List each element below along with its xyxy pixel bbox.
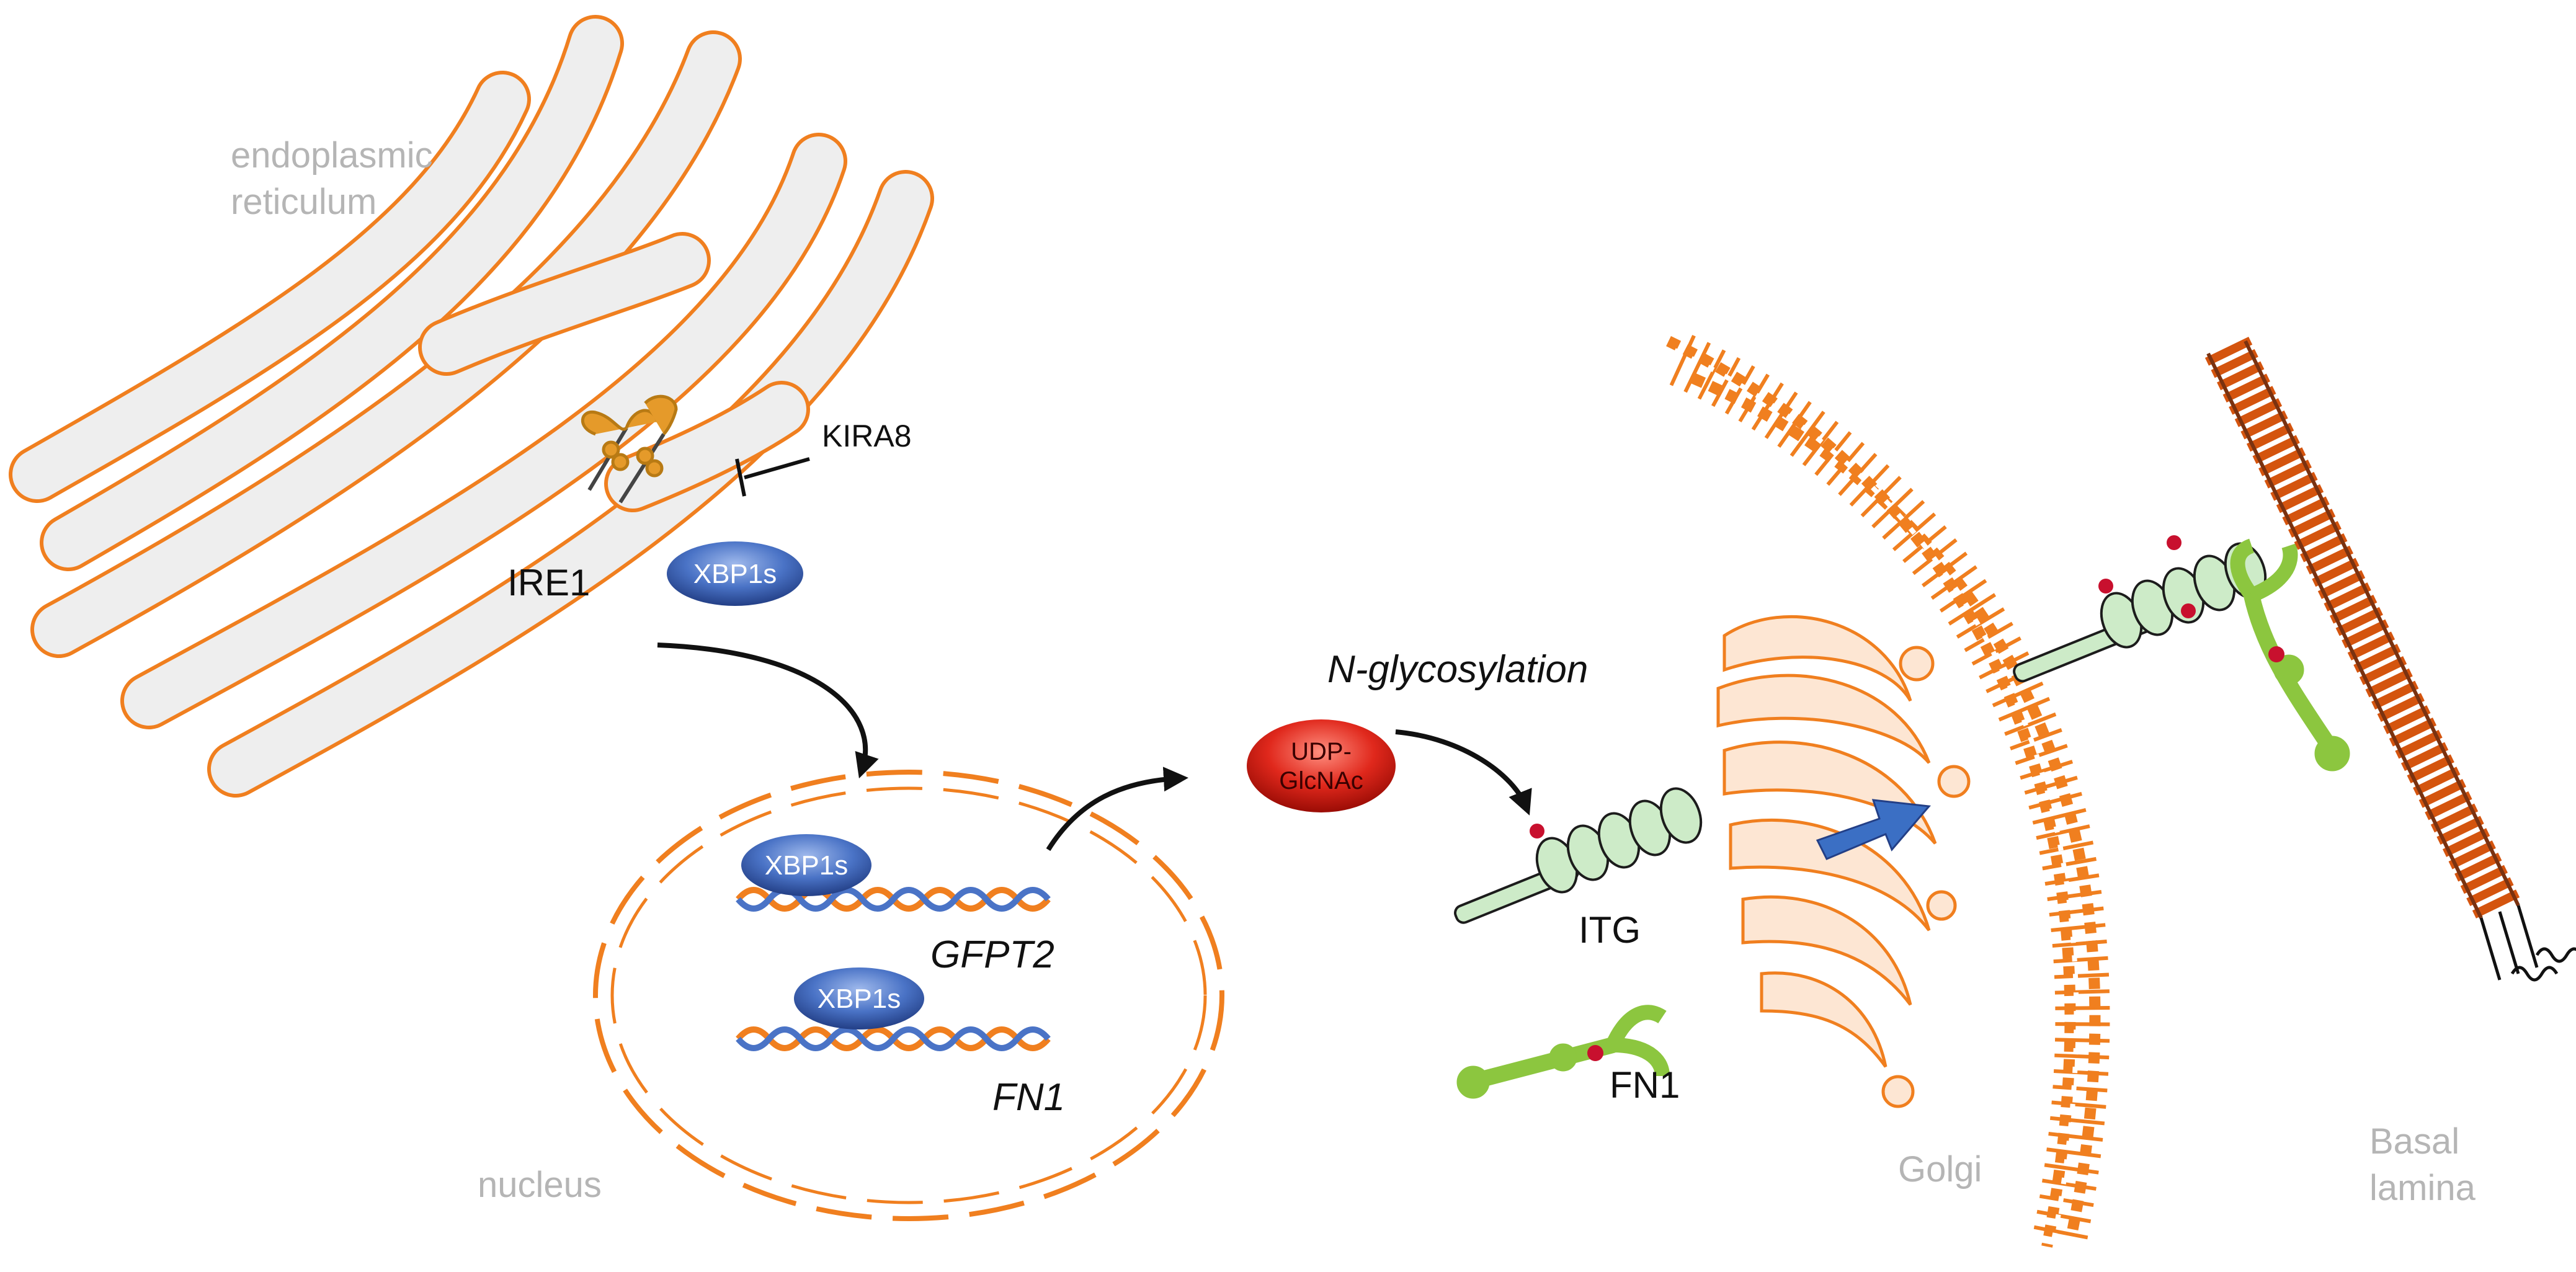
- er-label-line1: endoplasmic: [231, 135, 433, 176]
- arrow-nucleus-to-udp: [1046, 767, 1188, 852]
- udp-glcnac-oval: [1247, 719, 1396, 812]
- xbp1s-fn1-label: XBP1s: [818, 984, 901, 1014]
- xbp1s-gfpt2-oval: [741, 834, 871, 896]
- glycan-membrane-fibronectin: [2268, 646, 2284, 662]
- er-label-line2: reticulum: [231, 182, 377, 222]
- golgi-apparatus: [1716, 615, 1971, 1108]
- gfpt2-gene-label: GFPT2: [930, 933, 1054, 976]
- endoplasmic-reticulum: [9, 15, 934, 798]
- xbp1s-cytoplasmic-label: XBP1s: [693, 559, 777, 589]
- dna-fn1-icon: [736, 1026, 1051, 1051]
- arrow-udp-to-itg: [1395, 729, 1532, 816]
- n-glycosylation-label: N-glycosylation: [1327, 648, 1588, 691]
- kira8-inhibition-bar: [735, 458, 746, 497]
- kira8-inhibition-line: [744, 457, 810, 479]
- nucleus-envelope-inner: [610, 786, 1207, 1204]
- golgi-label: Golgi: [1898, 1149, 1982, 1190]
- kira8-label: KIRA8: [822, 419, 912, 453]
- basal-lamina: [2204, 337, 2576, 982]
- xbp1s-cytoplasmic-oval: [667, 541, 803, 606]
- nucleus-envelope: [593, 770, 1224, 1221]
- fn1-gene-label: FN1: [992, 1076, 1065, 1119]
- glycan-membrane-integrin-3: [2181, 603, 2196, 618]
- xbp1s-gfpt2-label: XBP1s: [765, 850, 849, 881]
- fn1-protein-label: FN1: [1610, 1064, 1680, 1106]
- glycan-itg-icon: [1530, 824, 1544, 838]
- udp-glcnac-label-line2: GlcNAc: [1279, 767, 1363, 794]
- basal-lamina-label-line1: Basal: [2369, 1121, 2459, 1162]
- ire1-receptor-icon: [581, 394, 678, 504]
- itg-label: ITG: [1579, 909, 1641, 951]
- nucleus-label: nucleus: [478, 1165, 602, 1205]
- ire1-label: IRE1: [507, 562, 590, 603]
- xbp1s-fn1-oval: [794, 967, 924, 1030]
- integrin-icon: [1454, 787, 1703, 924]
- transport-arrow-icon: [1816, 799, 1931, 860]
- glycan-membrane-integrin-1: [2098, 579, 2113, 594]
- basal-lamina-label-line2: lamina: [2369, 1168, 2476, 1208]
- glycan-membrane-integrin-2: [2167, 535, 2182, 550]
- membrane-fibronectin-icon: [2230, 538, 2350, 772]
- arrow-xbp1s-to-nucleus: [657, 643, 879, 779]
- glycan-fn1-icon: [1587, 1045, 1603, 1061]
- udp-glcnac-label-line1: UDP-: [1291, 738, 1352, 765]
